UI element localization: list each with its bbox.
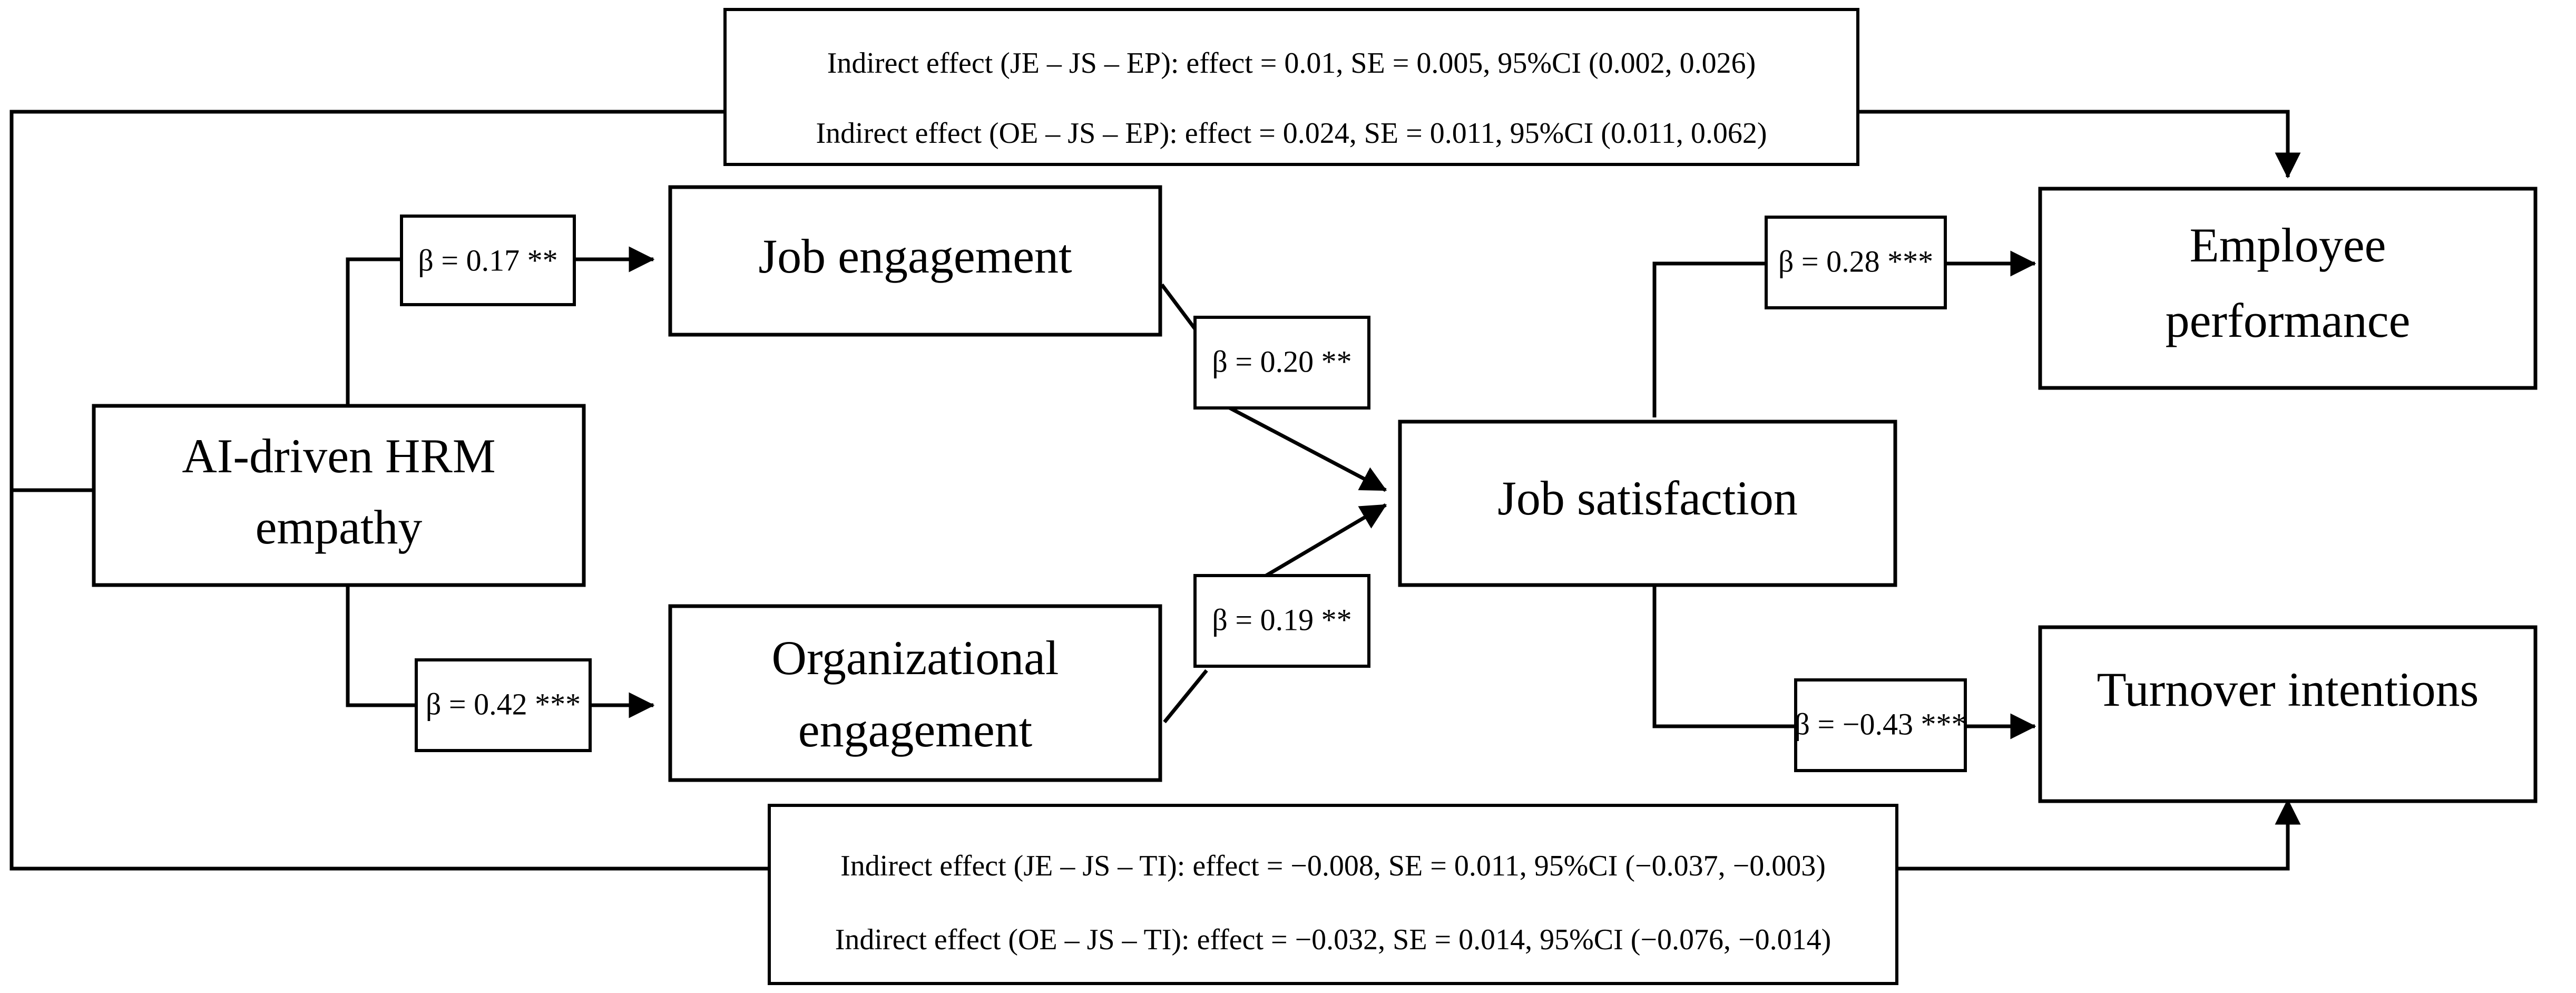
node-hrm-empathy[interactable]: AI-driven HRM empathy	[92, 404, 586, 587]
indirect-effect-note-top-box	[723, 8, 1859, 166]
link-je-js-coef-to-job-satisfaction	[1227, 405, 1387, 492]
coef-job-satisfaction-to-turnover-intentions-label: β = −0.43 ***	[1795, 707, 1967, 741]
node-org-engagement-box[interactable]	[668, 604, 1162, 782]
node-job-engagement-box[interactable]	[668, 185, 1162, 337]
node-org-engagement[interactable]: Organizational engagement	[668, 604, 1162, 782]
link-hrm-to-bottom-note	[9, 488, 769, 871]
link-hrm-to-je-elbow	[346, 257, 401, 416]
node-job-satisfaction-label: Job satisfaction	[1497, 471, 1798, 525]
indirect-effect-note-bottom-box	[768, 804, 1898, 985]
link-top-note-to-employee-performance	[1858, 110, 2301, 179]
coef-job-satisfaction-to-employee-performance: β = 0.28 ***	[1765, 216, 1947, 309]
link-bottom-note-to-turnover-intentions	[1897, 799, 2301, 871]
node-job-satisfaction[interactable]: Job satisfaction	[1398, 420, 1897, 587]
node-job-satisfaction-box[interactable]	[1398, 420, 1897, 587]
link-org-engagement-to-oe-js-coef	[1163, 669, 1208, 724]
node-employee-performance-box[interactable]	[2038, 187, 2538, 390]
node-turnover-intentions[interactable]: Turnover intentions	[2038, 625, 2538, 803]
link-job-satisfaction-to-ti-coef-elbow	[1652, 586, 1796, 728]
coef-org-engagement-to-job-satisfaction-label: β = 0.19 **	[1212, 602, 1351, 637]
node-org-engagement-line2: engagement	[798, 703, 1033, 757]
coef-job-satisfaction-to-employee-performance-box	[1765, 216, 1947, 309]
coef-job-engagement-to-job-satisfaction-label: β = 0.20 **	[1212, 344, 1351, 378]
coef-hrm-to-job-engagement: β = 0.17 **	[400, 215, 576, 306]
node-turnover-intentions-box[interactable]	[2038, 625, 2538, 803]
coef-hrm-to-job-engagement-label: β = 0.17 **	[418, 243, 557, 277]
node-employee-performance[interactable]: Employee performance	[2038, 187, 2538, 390]
coef-hrm-to-org-engagement-label: β = 0.42 ***	[426, 687, 581, 721]
indirect-effect-note-top: Indirect effect (JE – JS – EP): effect =…	[723, 8, 1859, 166]
coef-job-engagement-to-job-satisfaction: β = 0.20 **	[1193, 316, 1370, 410]
node-job-engagement[interactable]: Job engagement	[668, 185, 1162, 337]
node-turnover-intentions-label: Turnover intentions	[2097, 663, 2479, 716]
indirect-effect-note-bottom: Indirect effect (JE – JS – TI): effect =…	[768, 804, 1898, 985]
coef-job-satisfaction-to-turnover-intentions: β = −0.43 ***	[1794, 678, 1967, 772]
coef-job-engagement-to-job-satisfaction-box	[1193, 316, 1370, 410]
link-hrm-to-oe-elbow	[346, 569, 416, 707]
coef-org-engagement-to-job-satisfaction: β = 0.19 **	[1193, 574, 1370, 668]
node-employee-performance-line1: Employee	[2190, 218, 2386, 272]
coef-org-engagement-to-job-satisfaction-box	[1193, 574, 1370, 668]
indirect-effect-note-top-line2: Indirect effect (OE – JS – EP): effect =…	[816, 117, 1767, 150]
coef-hrm-to-org-engagement: β = 0.42 ***	[415, 658, 592, 752]
coef-job-satisfaction-to-employee-performance-label: β = 0.28 ***	[1778, 244, 1933, 278]
indirect-effect-note-bottom-line2: Indirect effect (OE – JS – TI): effect =…	[835, 923, 1831, 956]
coef-hrm-to-org-engagement-box	[415, 658, 592, 752]
node-hrm-empathy-box[interactable]	[92, 404, 586, 587]
link-job-satisfaction-to-ep-coef-elbow	[1652, 261, 1766, 417]
node-job-engagement-label: Job engagement	[758, 229, 1072, 283]
node-org-engagement-line1: Organizational	[772, 631, 1059, 685]
node-employee-performance-line2: performance	[2166, 294, 2411, 347]
indirect-effect-note-bottom-line1: Indirect effect (JE – JS – TI): effect =…	[840, 850, 1826, 882]
coef-hrm-to-job-engagement-box	[400, 215, 576, 306]
coef-job-satisfaction-to-turnover-intentions-box	[1794, 678, 1967, 772]
node-hrm-empathy-line2: empathy	[256, 500, 423, 554]
node-hrm-empathy-line1: AI-driven HRM	[182, 429, 495, 483]
indirect-effect-note-top-line1: Indirect effect (JE – JS – EP): effect =…	[827, 47, 1756, 80]
